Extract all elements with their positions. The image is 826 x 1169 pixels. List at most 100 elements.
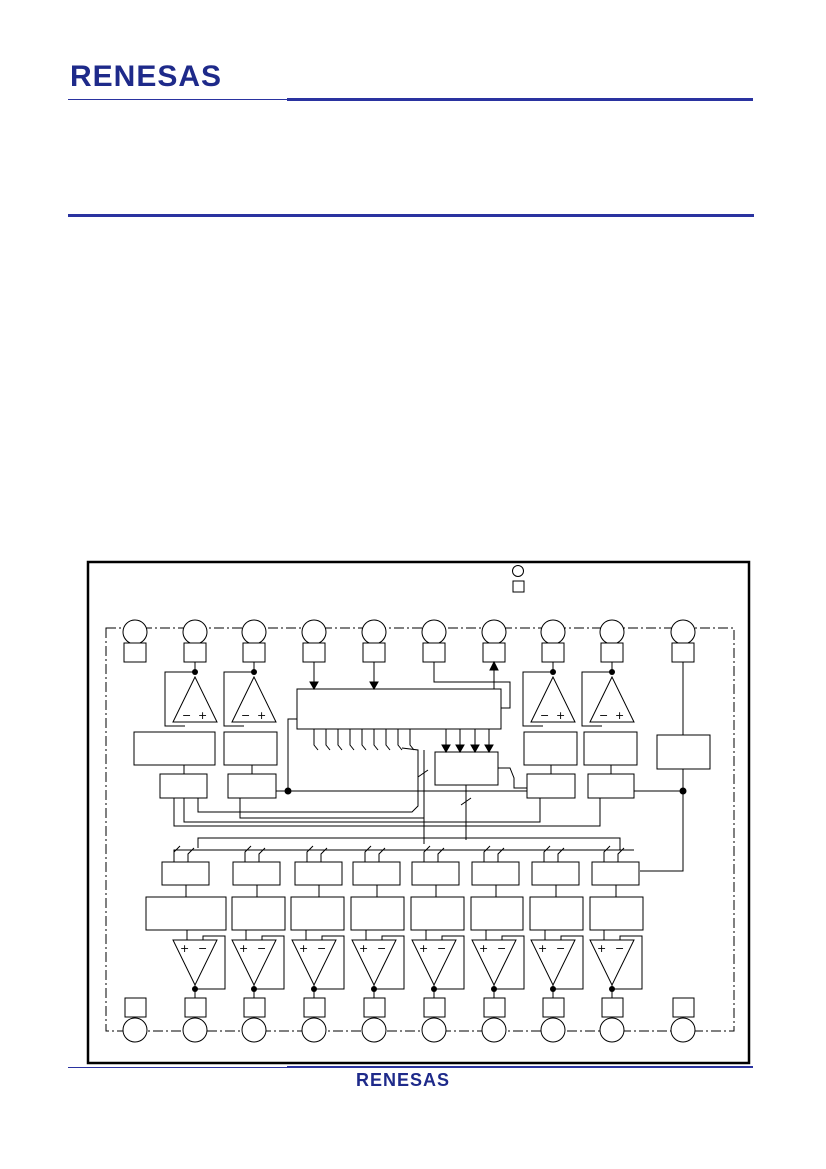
mux-input-wire bbox=[603, 845, 611, 862]
top-pad-square-icon bbox=[302, 642, 326, 663]
lower-mux-block bbox=[531, 861, 580, 886]
bottom-pin-circle-icon bbox=[670, 1017, 696, 1043]
top-pad-square-icon bbox=[482, 642, 506, 663]
lower-mux-block bbox=[232, 861, 281, 886]
arrow-down-icon bbox=[455, 744, 465, 754]
top-pin-circle-icon bbox=[481, 619, 507, 645]
plus-sign: + bbox=[479, 942, 488, 955]
junction-dot bbox=[371, 986, 377, 992]
bottom-pad-square-icon bbox=[124, 997, 147, 1018]
top-pin-circle-icon bbox=[540, 619, 566, 645]
lower-dac-block bbox=[529, 896, 584, 931]
legend-pin-circle-icon bbox=[512, 565, 524, 577]
plus-sign: + bbox=[615, 709, 624, 722]
bottom-pad-square-icon bbox=[483, 997, 506, 1018]
lower-dac-block bbox=[410, 896, 465, 931]
top-pin-circle-icon bbox=[599, 619, 625, 645]
bottom-pad-square-icon bbox=[243, 997, 266, 1018]
top-pin-circle-icon bbox=[241, 619, 267, 645]
minus-sign: − bbox=[556, 942, 565, 955]
mux-input-wire bbox=[378, 847, 386, 862]
plus-sign: + bbox=[597, 942, 606, 955]
plus-sign: + bbox=[180, 942, 189, 955]
mux-input-wire bbox=[173, 845, 181, 862]
bus-fan-wire bbox=[313, 729, 319, 751]
upper-dac-block bbox=[523, 731, 578, 766]
bus-fan-wire bbox=[373, 729, 379, 751]
top-pad-square-icon bbox=[242, 642, 266, 663]
mux-lower-wire bbox=[197, 747, 419, 813]
bus-fan-wire bbox=[397, 729, 403, 751]
top-pad-square-icon bbox=[541, 642, 565, 663]
upper-mux-block-2 bbox=[227, 773, 277, 799]
lower-mux-block bbox=[294, 861, 343, 886]
op-amp-triangle-icon bbox=[172, 675, 218, 723]
minus-sign: − bbox=[241, 709, 250, 722]
mux-input-wire bbox=[423, 845, 431, 862]
lower-mux-block bbox=[591, 861, 640, 886]
junction-dot bbox=[251, 986, 257, 992]
arrow-down-icon bbox=[369, 681, 379, 691]
dist-wire bbox=[173, 849, 634, 862]
minus-sign: − bbox=[497, 942, 506, 955]
mux-input-wire bbox=[187, 847, 195, 862]
bottom-pin-row bbox=[122, 997, 696, 1043]
junction-dot bbox=[192, 986, 198, 992]
right-column-wire bbox=[640, 769, 684, 872]
top-pad-square-icon bbox=[422, 642, 446, 663]
dist-wire bbox=[197, 837, 621, 850]
op-amp-triangle-icon bbox=[589, 939, 635, 987]
lower-channel-group: +−+−+−+−+−+−+−+− bbox=[145, 845, 644, 998]
mux-input-wire bbox=[244, 845, 252, 862]
arrow-down-icon bbox=[484, 744, 494, 754]
feedback-line bbox=[164, 671, 195, 727]
bus-slash bbox=[417, 769, 429, 778]
feedback-line bbox=[314, 935, 345, 990]
op-amp-triangle-icon bbox=[291, 939, 337, 987]
top-pin-circle-icon bbox=[670, 619, 696, 645]
header-rule-thin bbox=[68, 99, 287, 100]
lower-mux-block bbox=[161, 861, 210, 886]
minus-sign: − bbox=[182, 709, 191, 722]
junction-dot bbox=[311, 986, 317, 992]
bottom-pad-square-icon bbox=[672, 997, 695, 1018]
feedback-line bbox=[522, 671, 553, 727]
mux-input-wire bbox=[543, 845, 551, 862]
feedback-line bbox=[223, 671, 254, 727]
upper-mux-block-1 bbox=[159, 773, 208, 799]
bottom-pad-square-icon bbox=[303, 997, 326, 1018]
top-pin-row bbox=[122, 619, 696, 663]
op-amp-triangle-icon bbox=[231, 939, 277, 987]
lower-mux-block bbox=[411, 861, 460, 886]
mux-input-wire bbox=[617, 847, 625, 862]
bottom-pin-circle-icon bbox=[599, 1017, 625, 1043]
ctrl-feedback-wire bbox=[433, 662, 511, 709]
junction-dot bbox=[491, 986, 497, 992]
top-pad-square-icon bbox=[362, 642, 386, 663]
mux-input-wire bbox=[437, 847, 445, 862]
lower-dac-block bbox=[145, 896, 227, 931]
title-rule bbox=[68, 214, 754, 217]
feedback-line bbox=[612, 935, 643, 990]
top-pad-square-icon bbox=[183, 642, 207, 663]
register-block bbox=[434, 751, 499, 786]
feedback-line bbox=[581, 671, 612, 727]
plus-sign: + bbox=[419, 942, 428, 955]
lower-dac-block bbox=[231, 896, 286, 931]
lower-dac-block bbox=[589, 896, 644, 931]
mux-input-wire bbox=[364, 845, 372, 862]
bottom-pin-circle-icon bbox=[182, 1017, 208, 1043]
bus-fan-wire bbox=[361, 729, 367, 751]
mux-lower-wire bbox=[173, 798, 601, 827]
diagram-frame bbox=[86, 560, 751, 1065]
plus-sign: + bbox=[299, 942, 308, 955]
footer-rule-thin bbox=[68, 1067, 287, 1068]
junction-dot bbox=[550, 986, 556, 992]
mux-input-wire bbox=[497, 847, 505, 862]
upper-mux-block-4 bbox=[587, 773, 635, 799]
bottom-pin-circle-icon bbox=[301, 1017, 327, 1043]
bus-fan-wire bbox=[409, 729, 415, 751]
minus-sign: − bbox=[540, 709, 549, 722]
junction-dot bbox=[609, 986, 615, 992]
op-amp-triangle-icon bbox=[351, 939, 397, 987]
